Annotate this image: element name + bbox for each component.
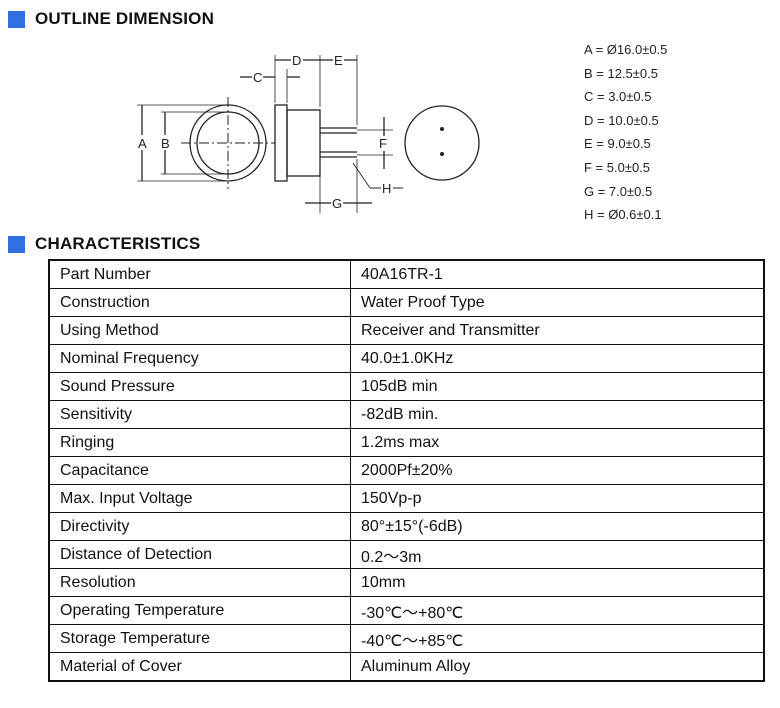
spec-value: 1.2ms max: [350, 428, 765, 457]
spec-value: 80°±15°(-6dB): [350, 512, 765, 541]
spec-label: Max. Input Voltage: [48, 484, 351, 513]
spec-label: Part Number: [48, 259, 351, 289]
dim-label-f: F: [379, 136, 387, 151]
outline-section-title: OUTLINE DIMENSION: [35, 9, 215, 28]
dimension-item: H = Ø0.6±0.1: [584, 207, 662, 223]
dimension-item: D = 10.0±0.5: [584, 112, 659, 128]
dim-label-d: D: [292, 53, 301, 68]
spec-value: 10mm: [350, 568, 765, 597]
dimension-item: C = 3.0±0.5: [584, 89, 652, 105]
spec-label: Sound Pressure: [48, 372, 351, 401]
characteristics-section-header: CHARACTERISTICS: [8, 233, 200, 255]
dimension-item: F = 5.0±0.5: [584, 159, 651, 175]
dimension-item: A = Ø16.0±0.5: [584, 42, 668, 57]
spec-label: Construction: [48, 288, 351, 317]
spec-value: 2000Pf±20%: [350, 456, 765, 485]
spec-label: Operating Temperature: [48, 596, 351, 625]
spec-value: Receiver and Transmitter: [350, 316, 765, 345]
spec-value: 150Vp-p: [350, 484, 765, 513]
table-row: Operating Temperature-30℃～+80℃: [48, 596, 765, 625]
spec-label: Storage Temperature: [48, 624, 351, 653]
spec-value: -82dB min.: [350, 400, 765, 429]
spec-label: Distance of Detection: [48, 540, 351, 569]
spec-label: Sensitivity: [48, 400, 351, 429]
side-body: [286, 109, 321, 177]
section-marker-square: [8, 10, 25, 28]
spec-label: Directivity: [48, 512, 351, 541]
spec-label: Using Method: [48, 316, 351, 345]
outline-section-header: OUTLINE DIMENSION: [8, 8, 214, 30]
spec-label: Material of Cover: [48, 652, 351, 682]
dim-label-e: E: [334, 53, 343, 68]
characteristics-section-title: CHARACTERISTICS: [35, 234, 201, 253]
dimension-item: G = 7.0±0.5: [584, 183, 653, 199]
table-row: Storage Temperature-40℃～+85℃: [48, 624, 765, 653]
spec-value: -30℃～+80℃: [350, 596, 765, 625]
back-circle: [404, 105, 480, 181]
dim-label-b: B: [161, 136, 170, 151]
spec-value: 0.2～3m: [350, 540, 765, 569]
dim-label-g: G: [332, 196, 342, 211]
spec-label: Resolution: [48, 568, 351, 597]
spec-value: Water Proof Type: [350, 288, 765, 317]
dimension-list: A = Ø16.0±0.5 B = 12.5±0.5 C = 3.0±0.5 D…: [584, 38, 667, 227]
spec-value: Aluminum Alloy: [350, 652, 765, 682]
dimension-item: B = 12.5±0.5: [584, 65, 658, 81]
dim-label-h: H: [382, 181, 391, 196]
dimension-item: E = 9.0±0.5: [584, 136, 651, 152]
spec-label: Ringing: [48, 428, 351, 457]
spec-value: 40.0±1.0KHz: [350, 344, 765, 373]
dim-label-c: C: [253, 70, 262, 85]
dim-label-a: A: [138, 136, 147, 151]
spec-value: 40A16TR-1: [350, 259, 765, 289]
spec-label: Nominal Frequency: [48, 344, 351, 373]
table-row: Sensitivity-82dB min.: [48, 400, 765, 429]
spec-label: Capacitance: [48, 456, 351, 485]
section-marker-square: [8, 235, 25, 253]
side-flange: [274, 104, 288, 182]
spec-value: -40℃～+85℃: [350, 624, 765, 653]
outline-dimension-drawing: A B C D E F G H: [136, 53, 480, 213]
spec-value: 105dB min: [350, 372, 765, 401]
